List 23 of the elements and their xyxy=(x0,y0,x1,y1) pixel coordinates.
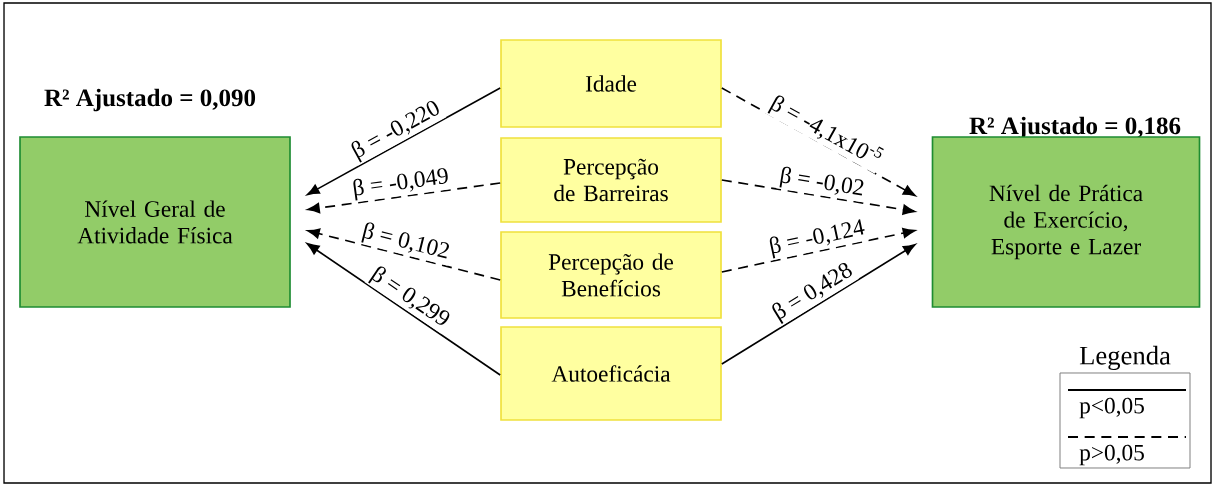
arrow xyxy=(721,179,916,215)
outcome-box: Nível Geral de Atividade Física xyxy=(19,136,291,308)
legend-text: p>0,05 xyxy=(1079,444,1144,466)
arrow xyxy=(306,87,501,196)
edge-label: β = 0,102 xyxy=(357,219,454,266)
predictor-box: Percepção de Benefícios xyxy=(500,231,722,319)
predictor-box: Idade xyxy=(500,39,722,128)
arrow xyxy=(721,227,916,273)
heading: R² Ajustado = 0,090 xyxy=(44,88,256,112)
edge-label: β = -0,124 xyxy=(765,215,869,261)
arrow xyxy=(307,228,501,281)
predictor-box: Percepção de Barreiras xyxy=(500,137,722,223)
arrow xyxy=(306,243,501,376)
legend-text: p<0,05 xyxy=(1079,397,1144,419)
outcome-box: Nível de Prática de Exercício, Esporte e Lazer xyxy=(931,136,1201,308)
predictor-box: Autoeficácia xyxy=(500,326,722,421)
edge-label: β = -0,02 xyxy=(776,163,868,203)
edge-label: β = 0,299 xyxy=(364,261,456,334)
legend-title: Legenda xyxy=(1079,345,1171,371)
arrow xyxy=(307,182,501,214)
edge-label: β = -0,220 xyxy=(346,95,447,166)
edge-label: β = -0,049 xyxy=(349,164,453,203)
arrow xyxy=(721,243,916,365)
